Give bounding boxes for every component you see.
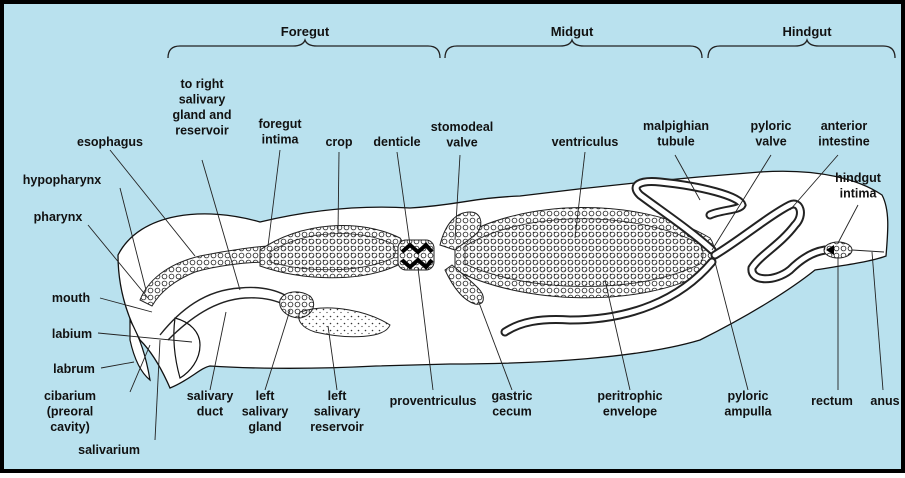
label-labrum: labrum [53, 362, 95, 376]
proventriculus [398, 240, 434, 270]
label-crop: crop [325, 135, 352, 149]
label-esophagus: esophagus [77, 135, 143, 149]
region-hindgut: Hindgut [782, 24, 832, 39]
label-denticle: denticle [373, 135, 420, 149]
label-ventriculus: ventriculus [552, 135, 619, 149]
label-pharynx: pharynx [34, 210, 83, 224]
label-labium: labium [52, 327, 92, 341]
label-anus: anus [870, 394, 899, 408]
region-midgut: Midgut [551, 24, 594, 39]
label-hypopharynx: hypopharynx [23, 173, 102, 187]
label-proventriculus: proventriculus [390, 394, 477, 408]
region-foregut: Foregut [281, 24, 330, 39]
label-mouth: mouth [52, 291, 90, 305]
label-salivarium: salivarium [78, 443, 140, 457]
label-rectum: rectum [811, 394, 853, 408]
